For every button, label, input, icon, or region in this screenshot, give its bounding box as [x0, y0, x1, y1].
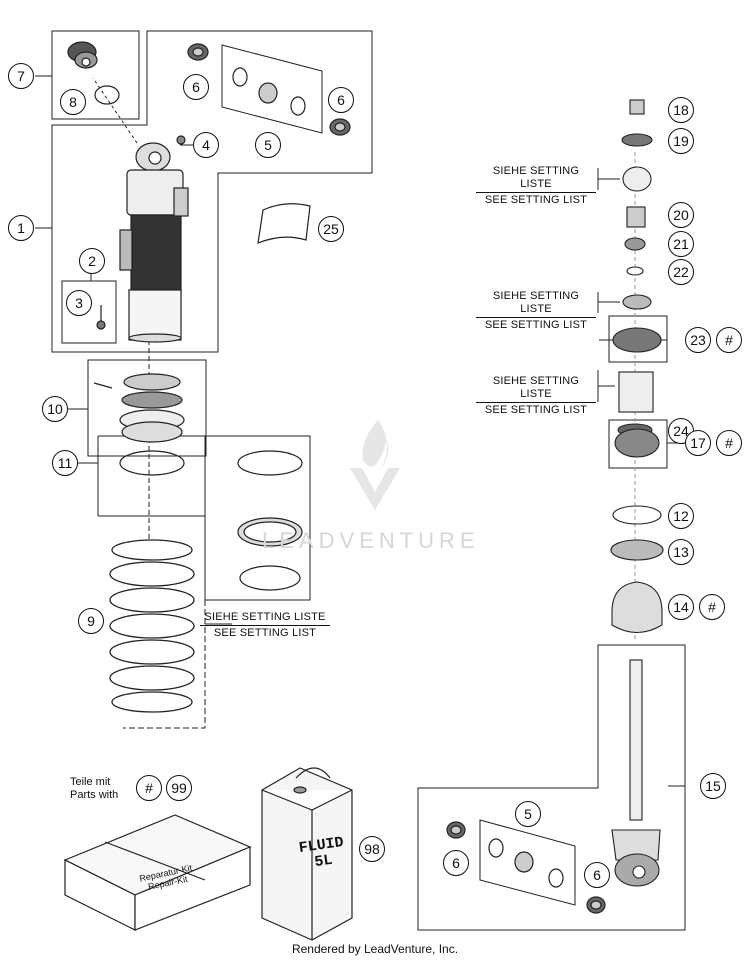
callout-17-hash[interactable]: #	[716, 430, 742, 456]
fluid-can	[261, 767, 353, 941]
watermark-logo	[350, 420, 400, 510]
group-box-10	[87, 359, 207, 457]
callout-25[interactable]: 25	[318, 216, 344, 242]
parts-with-label: Teile mit Parts with	[70, 776, 119, 801]
callout-13[interactable]: 13	[668, 539, 694, 565]
callout-3[interactable]: 3	[66, 290, 92, 316]
callout-6-bottom-left[interactable]: 6	[443, 850, 469, 876]
callout-15[interactable]: 15	[700, 773, 726, 799]
callout-14[interactable]: 14	[668, 594, 694, 620]
callout-21[interactable]: 21	[668, 231, 694, 257]
fluid-can-label: FLUID 5L	[297, 834, 345, 872]
group-box-23	[608, 315, 668, 363]
group-box-17	[608, 419, 668, 469]
spacer-box	[204, 435, 311, 601]
callout-11[interactable]: 11	[52, 450, 78, 476]
callout-2[interactable]: 2	[79, 248, 105, 274]
group-box-3	[61, 280, 117, 344]
piston-stack	[610, 99, 664, 887]
callout-5[interactable]: 5	[255, 132, 281, 158]
spring-bracket	[123, 600, 206, 729]
callout-4[interactable]: 4	[193, 132, 219, 158]
callout-9[interactable]: 9	[78, 608, 104, 634]
callout-7[interactable]: 7	[8, 63, 34, 89]
callout-98[interactable]: 98	[359, 836, 385, 862]
setting-note-1: SIEHE SETTING LISTE SEE SETTING LIST	[476, 165, 596, 207]
callout-20[interactable]: 20	[668, 202, 694, 228]
callout-19[interactable]: 19	[668, 128, 694, 154]
callout-1[interactable]: 1	[8, 215, 34, 241]
footer-credit: Rendered by LeadVenture, Inc.	[291, 942, 459, 956]
callout-22[interactable]: 22	[668, 259, 694, 285]
seal-6	[187, 43, 606, 914]
callout-6-bottom-right[interactable]: 6	[584, 862, 610, 888]
callout-99[interactable]: 99	[166, 775, 192, 801]
coil-spring	[109, 539, 195, 713]
setting-note-2: SIEHE SETTING LISTE SEE SETTING LIST	[476, 290, 596, 332]
group-box-1	[51, 30, 373, 353]
reservoir-cap	[67, 41, 120, 105]
callout-12[interactable]: 12	[668, 503, 694, 529]
callout-23[interactable]: 23	[685, 327, 711, 353]
heat-shield	[257, 203, 311, 244]
o-ring-plate-5b	[479, 819, 576, 906]
callout-14-hash[interactable]: #	[699, 594, 725, 620]
watermark-text: LEADVENTURE	[262, 528, 480, 553]
spring-seats	[119, 450, 303, 591]
repair-kit-box	[63, 814, 252, 931]
callout-8[interactable]: 8	[60, 89, 86, 115]
callout-23-hash[interactable]: #	[716, 327, 742, 353]
setting-note-spring: SIEHE SETTING LISTE SEE SETTING LIST	[200, 611, 330, 640]
callout-6[interactable]: 6	[183, 74, 209, 100]
setting-note-3: SIEHE SETTING LISTE SEE SETTING LIST	[476, 375, 596, 417]
group-box-7	[51, 30, 140, 120]
shock-absorber	[96, 135, 189, 343]
group-box-15	[417, 644, 686, 931]
adjuster-ring	[93, 373, 185, 443]
o-ring-plate-5	[221, 44, 323, 134]
callout-10[interactable]: 10	[42, 396, 68, 422]
callout-5-bottom[interactable]: 5	[515, 801, 541, 827]
callout-6[interactable]: 6	[328, 87, 354, 113]
callout-17[interactable]: 17	[685, 430, 711, 456]
callout-18[interactable]: 18	[668, 97, 694, 123]
callout-hash[interactable]: #	[136, 775, 162, 801]
